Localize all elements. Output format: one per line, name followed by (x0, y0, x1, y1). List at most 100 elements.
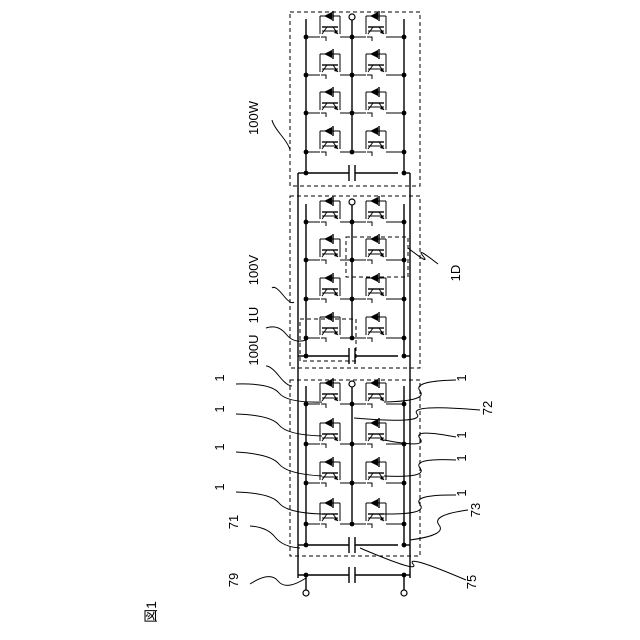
module-label-100W: 100W (246, 100, 261, 135)
module-label-100U: 100U (246, 334, 261, 365)
switch-array (320, 11, 386, 528)
junction-dot (402, 220, 407, 225)
leader-73 (410, 510, 468, 540)
ref-label-75: 75 (464, 575, 479, 589)
gate-lead (367, 260, 372, 264)
junction-dot (402, 522, 407, 527)
igbt-with-antiparallel-diode-icon (366, 418, 386, 448)
junction-dot (304, 220, 309, 225)
ref-label-1-g: 1 (454, 454, 469, 461)
junction-dot (350, 481, 355, 486)
capacitor-icon (306, 165, 398, 181)
leader-100V (272, 287, 294, 302)
ref-label-72: 72 (480, 401, 495, 415)
gate-lead (321, 444, 326, 448)
ref-label-1-b: 1 (212, 405, 227, 412)
igbt-with-antiparallel-diode-icon (366, 457, 386, 487)
junction-dot (304, 35, 309, 40)
junction-dot (304, 73, 309, 78)
gate-lead (321, 299, 326, 303)
igbt-with-antiparallel-diode-icon (366, 498, 386, 528)
module-boundaries (290, 12, 420, 556)
wiring (298, 14, 410, 596)
gate-lead (367, 75, 372, 79)
ref-label-1-c: 1 (212, 443, 227, 450)
junction-dot (402, 481, 407, 486)
igbt-with-antiparallel-diode-icon (320, 196, 340, 226)
leader-1D (408, 248, 438, 264)
junction-dot (402, 297, 407, 302)
junction-dot (350, 258, 355, 263)
junction-dot (350, 73, 355, 78)
igbt-with-antiparallel-diode-icon (320, 418, 340, 448)
igbt-with-antiparallel-diode-icon (320, 378, 340, 408)
junction-dot (350, 402, 355, 407)
gate-lead (321, 404, 326, 408)
sub-box-1D (346, 237, 408, 277)
junction-dot (402, 35, 407, 40)
igbt-with-antiparallel-diode-icon (320, 498, 340, 528)
gate-lead (321, 113, 326, 117)
junction-dot (304, 481, 309, 486)
gate-lead (367, 338, 372, 342)
junction-dot (304, 258, 309, 263)
junction-dot (350, 442, 355, 447)
capacitor-icon (306, 537, 398, 553)
ref-label-1-e: 1 (454, 374, 469, 381)
ref-label-1-h: 1 (454, 489, 469, 496)
junction-dot (350, 150, 355, 155)
ref-label-1-d: 1 (212, 483, 227, 490)
leader-72 (354, 408, 480, 421)
ref-label-79: 79 (226, 573, 241, 587)
gate-lead (367, 222, 372, 226)
junction-dot (304, 336, 309, 341)
junction-dot (350, 111, 355, 116)
igbt-with-antiparallel-diode-icon (320, 457, 340, 487)
gate-lead (367, 483, 372, 487)
igbt-with-antiparallel-diode-icon (320, 312, 340, 342)
junction-dot (304, 297, 309, 302)
sub-label-1U: 1U (246, 307, 261, 324)
igbt-with-antiparallel-diode-icon (320, 234, 340, 264)
ref-label-71: 71 (226, 515, 241, 529)
ref-label-1-f: 1 (454, 431, 469, 438)
junction-dot (402, 336, 407, 341)
igbt-with-antiparallel-diode-icon (320, 126, 340, 156)
leader-1-a (236, 384, 322, 402)
ac-terminal (349, 381, 355, 387)
junction-dot (304, 111, 309, 116)
junction-dot (350, 297, 355, 302)
gate-lead (321, 338, 326, 342)
gate-lead (321, 483, 326, 487)
junction-dot (402, 442, 407, 447)
gate-lead (367, 404, 372, 408)
module-box-100W (290, 12, 420, 186)
junction-dot (350, 336, 355, 341)
gate-lead (321, 152, 326, 156)
sub-label-1D: 1D (448, 265, 463, 282)
igbt-with-antiparallel-diode-icon (366, 87, 386, 117)
ref-label-1-a: 1 (212, 374, 227, 381)
junction-dot (350, 220, 355, 225)
gate-lead (367, 524, 372, 528)
junction-dot (402, 73, 407, 78)
igbt-with-antiparallel-diode-icon (320, 11, 340, 41)
junction-dot (402, 111, 407, 116)
figure-label: 図1 (143, 601, 159, 623)
gate-lead (321, 260, 326, 264)
gate-lead (321, 524, 326, 528)
gate-lead (367, 299, 372, 303)
igbt-with-antiparallel-diode-icon (320, 87, 340, 117)
igbt-with-antiparallel-diode-icon (366, 126, 386, 156)
igbt-with-antiparallel-diode-icon (366, 378, 386, 408)
igbt-with-antiparallel-diode-icon (366, 312, 386, 342)
junction-dot (402, 402, 407, 407)
junction-dot (402, 150, 407, 155)
junction-dot (402, 258, 407, 263)
gate-lead (367, 444, 372, 448)
junction-dot (304, 522, 309, 527)
leader-1-d (236, 492, 322, 514)
leader-1-c (236, 452, 322, 476)
